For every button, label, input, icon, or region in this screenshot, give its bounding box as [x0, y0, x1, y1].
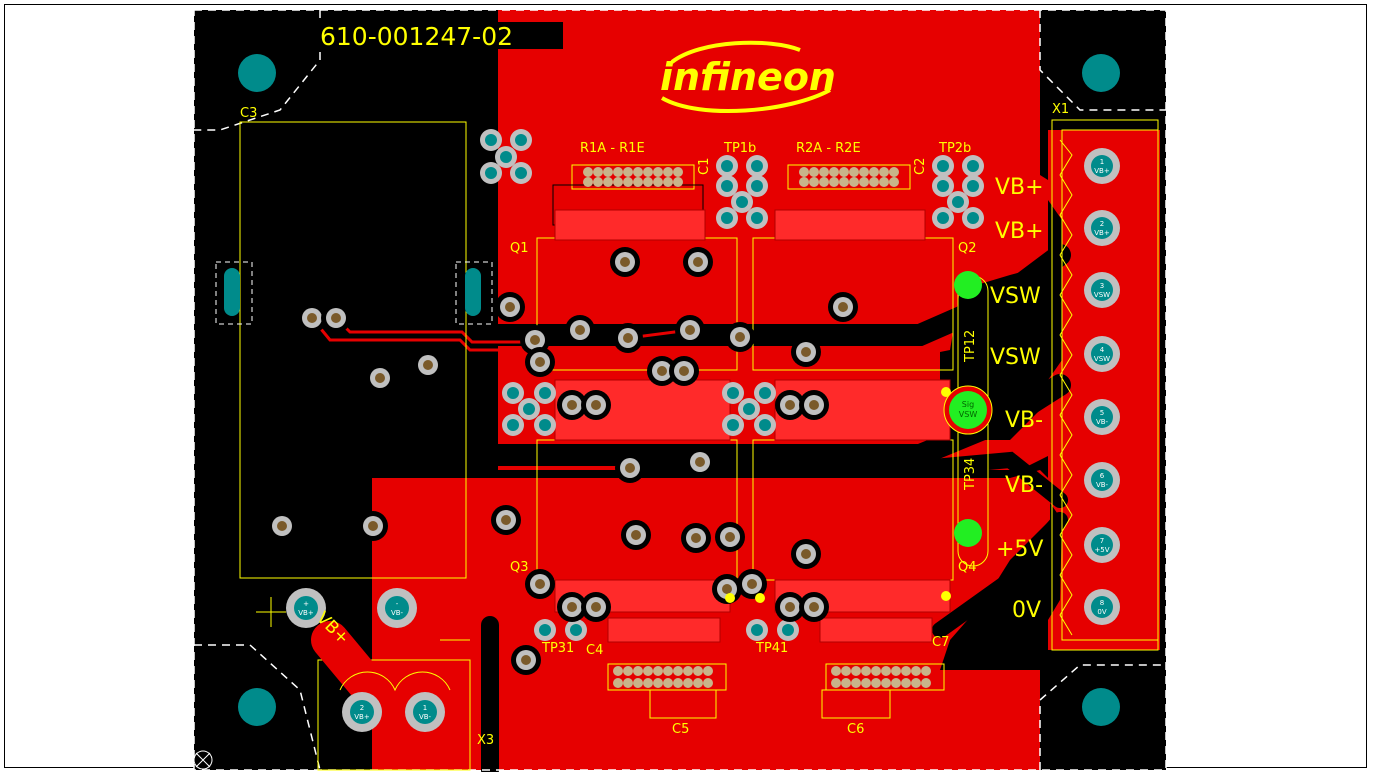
svg-text:+5V: +5V	[1094, 546, 1109, 554]
svg-text:Q3: Q3	[510, 560, 529, 575]
svg-text:VB+: VB+	[1094, 167, 1110, 175]
svg-text:-: -	[396, 600, 399, 608]
svg-text:VB+: VB+	[298, 609, 314, 617]
svg-text:Sig: Sig	[962, 400, 974, 409]
x1-label-6: VB-	[1005, 473, 1043, 498]
fiducial-dots	[725, 387, 951, 603]
x1-label-8: 0V	[1012, 598, 1041, 623]
svg-text:C4: C4	[586, 643, 603, 658]
svg-text:TP1b: TP1b	[723, 141, 756, 156]
test-point-pads[interactable]	[943, 271, 993, 547]
svg-text:2: 2	[360, 704, 364, 712]
svg-text:TP31: TP31	[541, 641, 574, 656]
svg-text:6: 6	[1100, 472, 1105, 480]
svg-text:C7: C7	[932, 635, 949, 650]
svg-text:TP34: TP34	[963, 458, 978, 491]
svg-text:R1A - R1E: R1A - R1E	[580, 141, 645, 156]
x1-net-labels: VB+ VB+ VSW VSW VB- VB- +5V 0V	[990, 175, 1044, 623]
infineon-logo: infineon	[660, 40, 836, 114]
svg-text:C5: C5	[672, 722, 689, 737]
part-number-label: 610-001247-02	[320, 22, 513, 51]
svg-text:VSW: VSW	[1094, 355, 1110, 363]
svg-text:7: 7	[1100, 537, 1104, 545]
svg-text:TP41: TP41	[755, 641, 788, 656]
svg-text:VSW: VSW	[1094, 291, 1110, 299]
svg-text:VSW: VSW	[959, 410, 978, 419]
svg-text:4: 4	[1100, 346, 1105, 354]
svg-text:C3: C3	[240, 106, 257, 121]
svg-text:5: 5	[1100, 409, 1104, 417]
svg-text:0V: 0V	[1097, 608, 1106, 616]
svg-text:1: 1	[423, 704, 427, 712]
svg-text:TP2b: TP2b	[938, 141, 971, 156]
connector-x1-pads[interactable]	[1084, 148, 1120, 625]
svg-text:TP12: TP12	[963, 330, 978, 363]
svg-text:+: +	[303, 600, 309, 608]
svg-text:VB-: VB-	[1096, 418, 1109, 426]
svg-text:C1: C1	[697, 158, 712, 175]
x1-label-7: +5V	[996, 537, 1043, 562]
x1-label-5: VB-	[1005, 408, 1043, 433]
svg-text:2: 2	[1100, 220, 1104, 228]
x1-label-3: VSW	[990, 284, 1041, 309]
smd-pad-rows	[554, 209, 951, 643]
power-pads[interactable]	[286, 588, 451, 732]
svg-text:C6: C6	[847, 722, 864, 737]
svg-text:infineon: infineon	[660, 55, 836, 99]
c3-solder-tabs	[215, 261, 493, 325]
designator-labels: C3 Q1 Q2 Q3 Q4 R1A - R1E R2A - R2E TP1b …	[240, 102, 1069, 748]
svg-text:8: 8	[1100, 599, 1104, 607]
origin-marker-icon	[193, 750, 213, 770]
svg-text:X1: X1	[1052, 102, 1069, 117]
svg-text:VB+: VB+	[1094, 229, 1110, 237]
svg-text:VB-: VB-	[391, 609, 404, 617]
svg-text:1: 1	[1100, 158, 1104, 166]
svg-text:R2A - R2E: R2A - R2E	[796, 141, 861, 156]
svg-text:VB+: VB+	[354, 713, 370, 721]
svg-text:C2: C2	[913, 158, 928, 175]
x1-label-1: VB+	[995, 175, 1044, 200]
svg-text:VB-: VB-	[419, 713, 432, 721]
svg-text:X3: X3	[477, 733, 494, 748]
svg-text:Q4: Q4	[958, 560, 977, 575]
svg-text:Q1: Q1	[510, 241, 529, 256]
svg-text:3: 3	[1100, 282, 1104, 290]
x1-label-4: VSW	[990, 345, 1041, 370]
x1-label-2: VB+	[995, 219, 1044, 244]
svg-text:VB-: VB-	[1096, 481, 1109, 489]
svg-text:Q2: Q2	[958, 241, 977, 256]
